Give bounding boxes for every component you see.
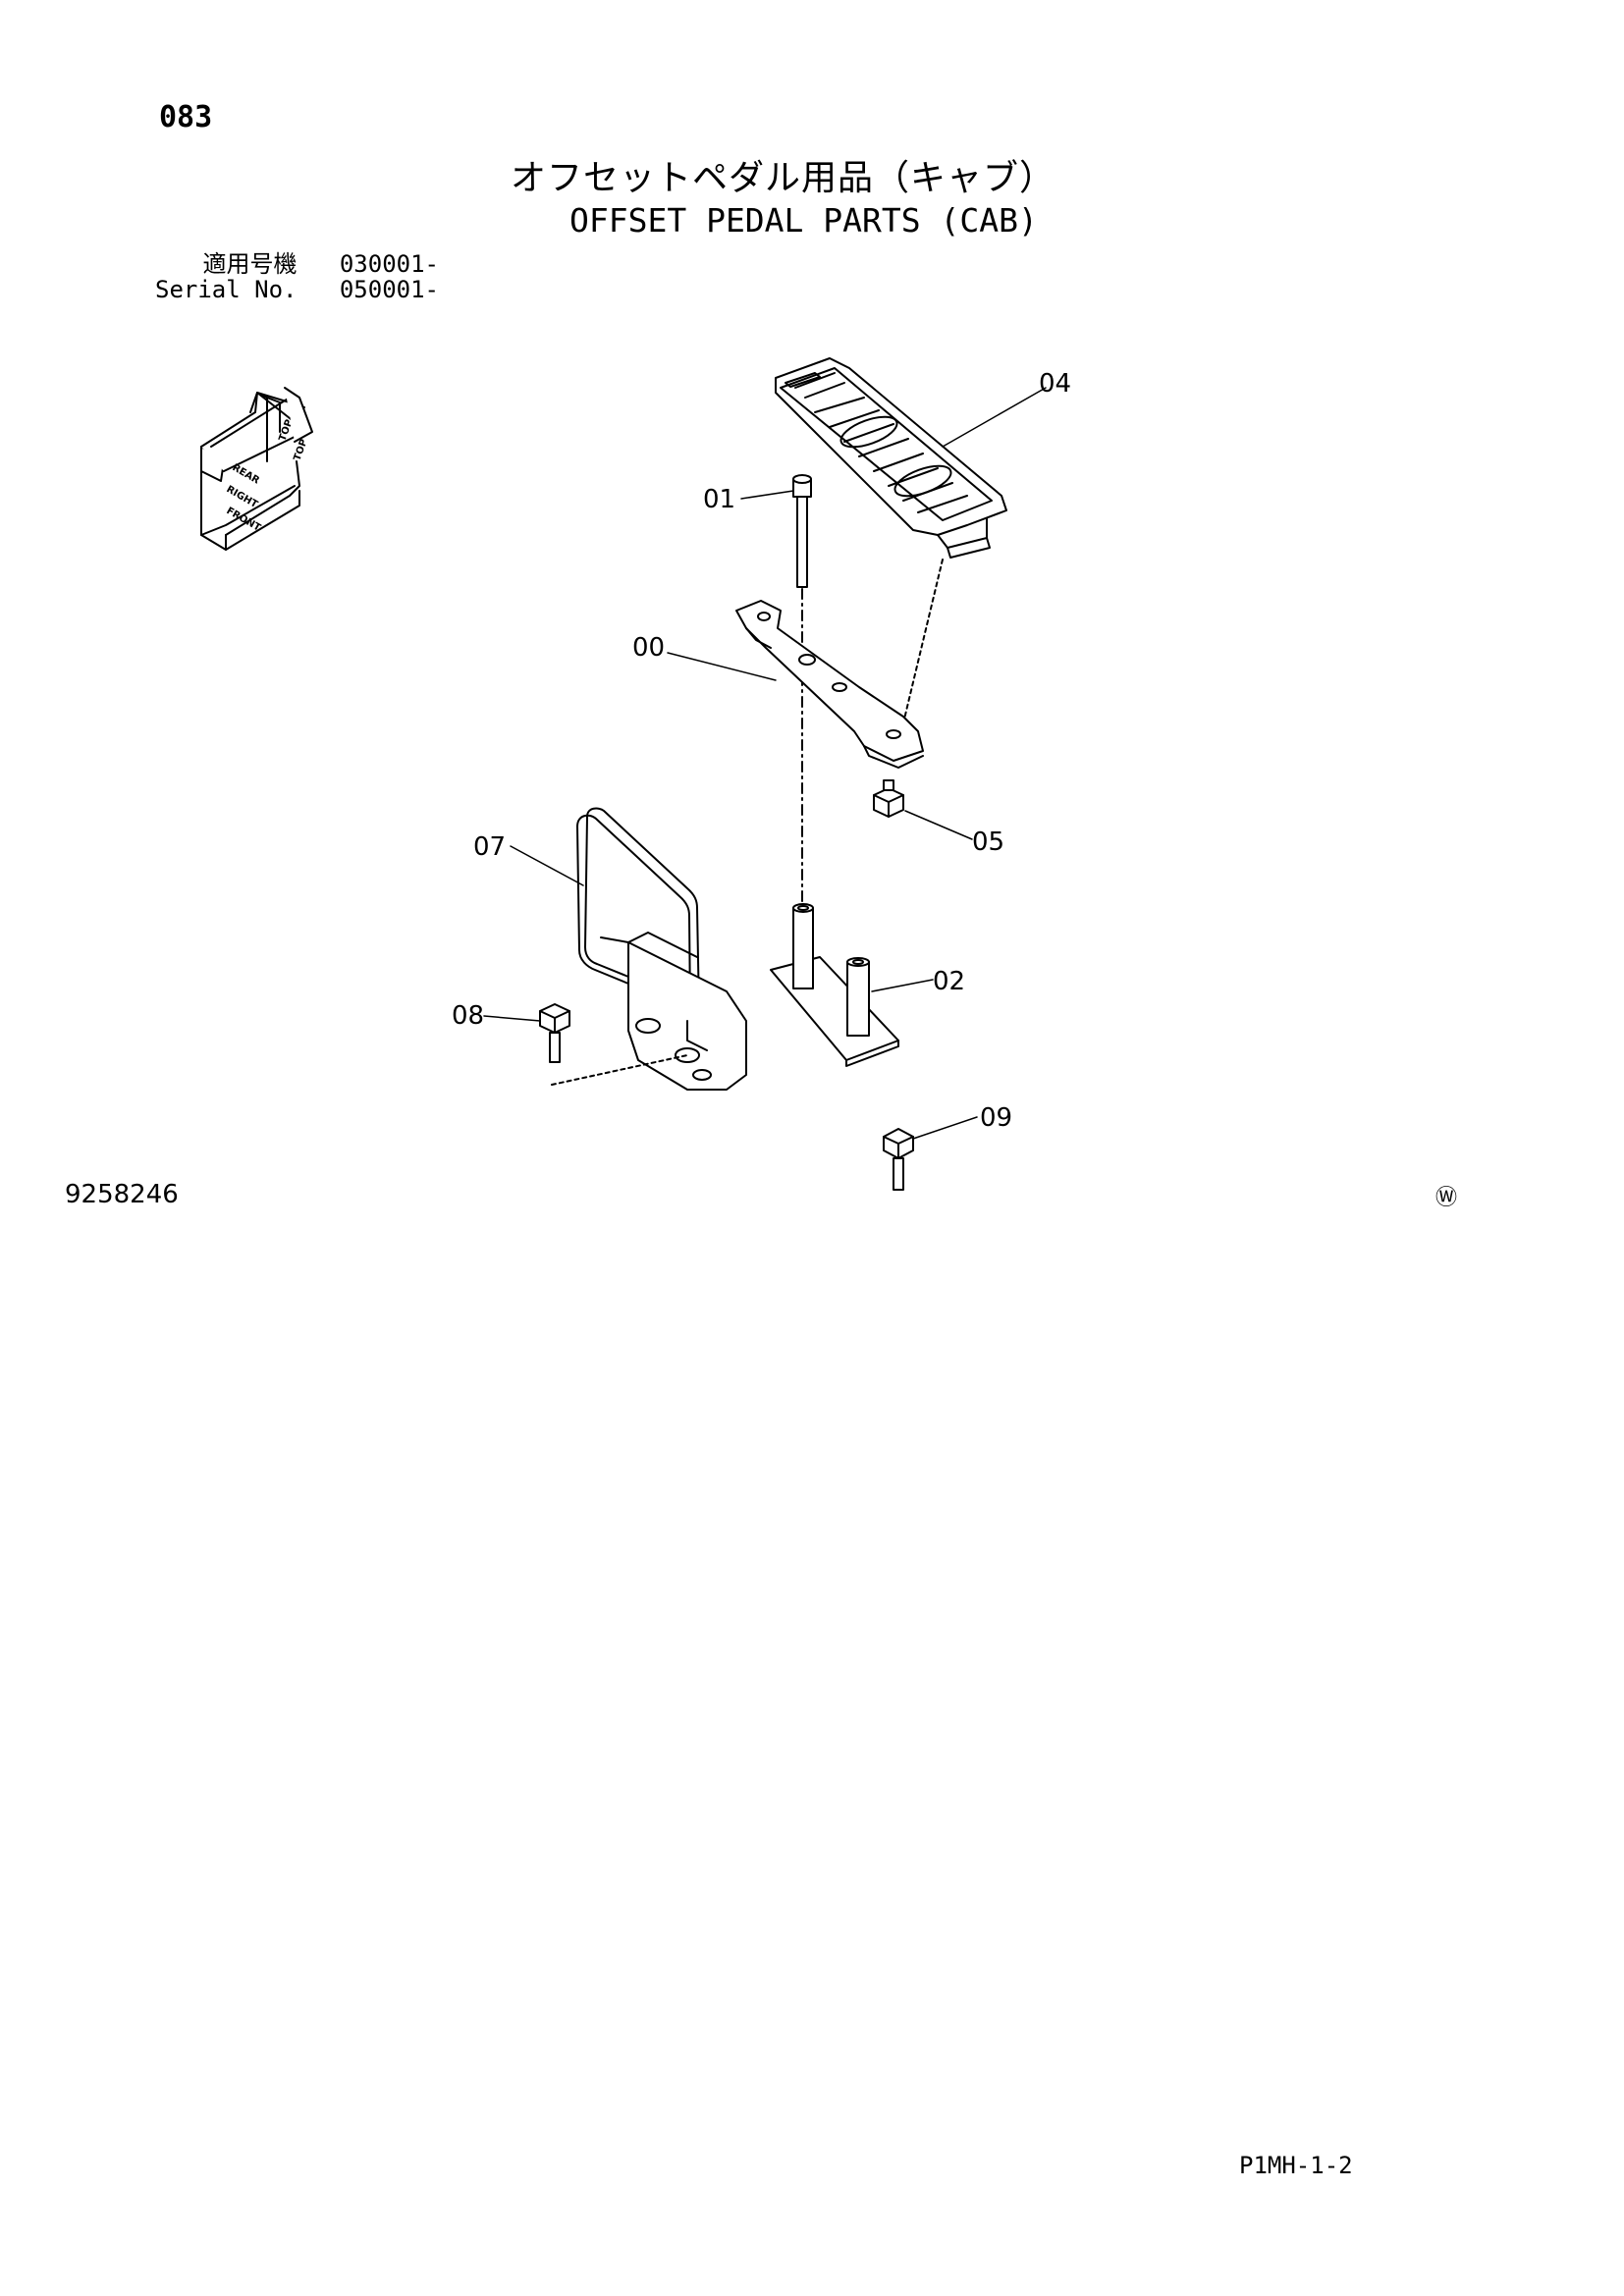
leader-lines <box>483 387 1047 1140</box>
serial-block: 適用号機 030001- Serial No. 050001- <box>155 251 439 302</box>
part-label-04: 04 <box>1039 369 1072 399</box>
pedal-part-04 <box>775 357 1007 559</box>
title-english: OFFSET PEDAL PARTS (CAB) <box>569 201 1038 240</box>
serial-en-label: Serial No. <box>155 276 298 303</box>
page-number: 083 <box>159 100 213 134</box>
part-label-08: 08 <box>452 1001 485 1031</box>
serial-jp-value: 030001- <box>339 250 440 278</box>
part-label-07: 07 <box>473 832 507 862</box>
bolt-part-01 <box>792 474 812 909</box>
page-code: P1MH-1-2 <box>1239 2152 1353 2179</box>
serial-jp-label: 適用号機 <box>202 250 298 278</box>
part-label-05: 05 <box>972 828 1005 857</box>
handle-part-07 <box>576 807 747 1091</box>
bracket-part-00 <box>735 600 924 769</box>
nut-part-05 <box>873 779 904 818</box>
w-mark: Ⓦ <box>1435 1186 1458 1210</box>
bolt-part-09 <box>883 1128 914 1191</box>
part-label-09: 09 <box>980 1103 1013 1133</box>
serial-en-row: Serial No. 050001- <box>155 277 439 302</box>
orientation-label-rear: REAR <box>231 462 262 487</box>
orientation-arrows-icon <box>200 387 313 551</box>
stud-plate-part-02 <box>770 903 899 1067</box>
serial-en-value: 050001- <box>339 276 440 303</box>
part-label-00: 00 <box>632 633 666 663</box>
title-japanese: オフセットペダル用品（キャブ） <box>511 158 1056 198</box>
part-label-02: 02 <box>933 967 966 996</box>
serial-jp-row: 適用号機 030001- <box>155 250 440 278</box>
part-label-01: 01 <box>703 485 736 514</box>
bolt-part-08 <box>539 1003 688 1086</box>
document-number: 9258246 <box>65 1180 179 1209</box>
